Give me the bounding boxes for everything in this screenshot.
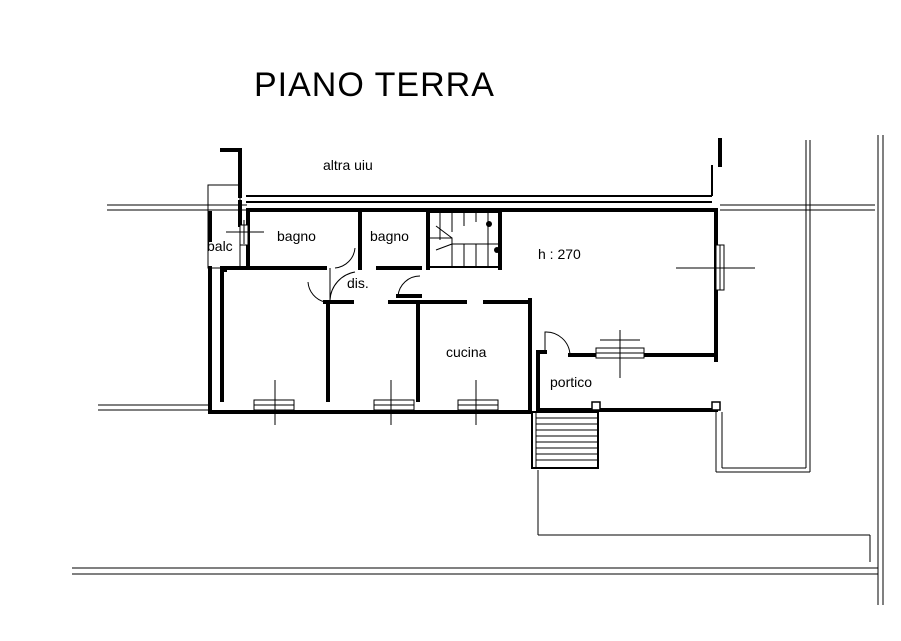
neighbour-walls: [220, 138, 722, 203]
entrance-steps: [531, 411, 599, 469]
label-height: h : 270: [538, 246, 581, 262]
label-cucina: cucina: [446, 344, 487, 360]
doors: [307, 247, 571, 356]
label-altra-uiu: altra uiu: [323, 157, 373, 173]
label-bagno-2: bagno: [370, 228, 409, 244]
section-markers: [226, 220, 755, 425]
site-lines: [72, 135, 884, 605]
label-balc: balc: [207, 238, 233, 254]
label-portico: portico: [550, 374, 592, 390]
windows: [239, 224, 725, 411]
garden-enclosure: [715, 140, 811, 473]
staircase: [427, 211, 501, 268]
label-bagno-1: bagno: [277, 228, 316, 244]
plan-title: PIANO TERRA: [254, 66, 495, 104]
balcony: [207, 184, 241, 269]
label-dis: dis.: [347, 275, 369, 291]
